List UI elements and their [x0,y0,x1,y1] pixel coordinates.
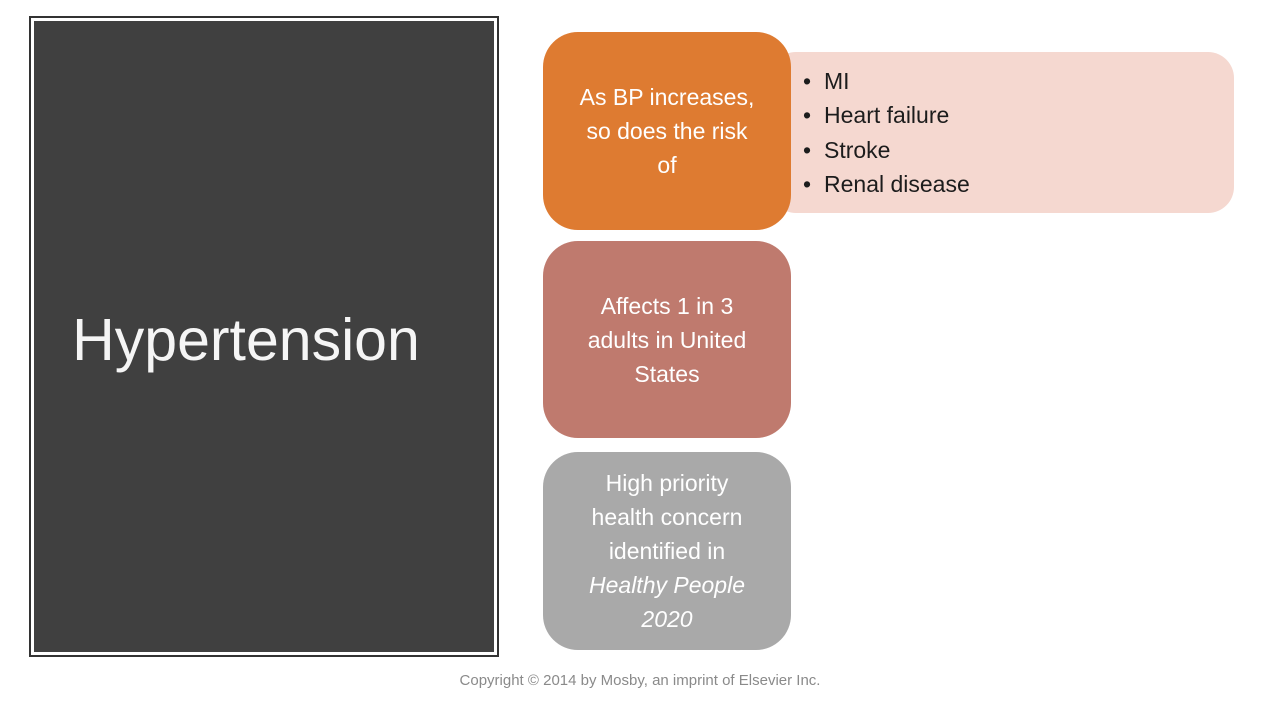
title-panel: Hypertension [29,16,499,657]
priority-box-text-italic: Healthy People 2020 [589,572,745,632]
risk-list-item: Heart failure [803,98,970,133]
risk-list-item: Renal disease [803,167,970,202]
prevalence-box-text: Affects 1 in 3 adults in United States [587,292,747,387]
risk-list-item: Stroke [803,133,970,168]
bp-risk-box-text: As BP increases, so does the risk of [579,84,755,178]
slide-title: Hypertension [72,306,420,373]
bp-risk-box: As BP increases, so does the risk of [543,32,791,230]
priority-box-text-normal: High priority health concern identified … [591,470,743,564]
risk-list-box: MI Heart failure Stroke Renal disease [770,52,1234,213]
risk-list: MI Heart failure Stroke Renal disease [770,64,970,202]
risk-list-item: MI [803,64,970,99]
priority-box-text: High priority health concern identified … [577,466,757,636]
copyright-footer: Copyright © 2014 by Mosby, an imprint of… [459,672,821,689]
prevalence-box: Affects 1 in 3 adults in United States [543,241,791,438]
priority-box: High priority health concern identified … [543,452,791,650]
